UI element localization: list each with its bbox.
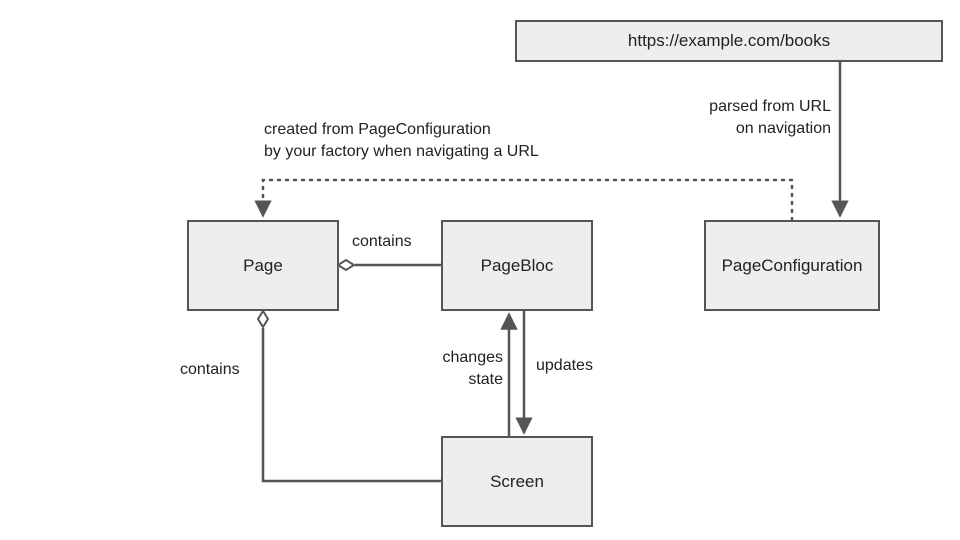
label-page-contains-bloc-text: contains: [352, 233, 412, 250]
label-config-to-page-line2: by your factory when navigating a URL: [264, 143, 539, 160]
node-page-configuration: PageConfiguration: [704, 220, 880, 311]
label-screen-changes-state: changes state: [413, 347, 504, 391]
label-config-to-page-line1: created from PageConfiguration: [264, 121, 491, 138]
label-bloc-updates-screen: updates: [536, 355, 593, 377]
label-page-contains-bloc: contains: [352, 231, 412, 253]
label-config-to-page: created from PageConfiguration by your f…: [264, 119, 539, 163]
node-url-label: https://example.com/books: [627, 31, 831, 50]
label-screen-changes-state-line1: changes: [442, 349, 504, 366]
node-page-configuration-label: PageConfiguration: [721, 255, 863, 275]
edge-page-contains-screen: [261, 328, 441, 483]
node-page: Page: [187, 220, 339, 311]
node-page-label: Page: [243, 255, 283, 275]
aggregation-diamond-screen: [256, 309, 270, 329]
label-url-to-config-line1: parsed from URL: [709, 98, 831, 115]
label-url-to-config-line2: on navigation: [735, 120, 831, 137]
label-page-contains-screen-text: contains: [180, 361, 240, 378]
edge-config-to-page: [254, 178, 794, 222]
node-url: https://example.com/books: [515, 20, 943, 62]
label-bloc-updates-screen-text: updates: [536, 357, 593, 374]
aggregation-diamond-bloc: [336, 258, 356, 272]
label-url-to-config: parsed from URL on navigation: [660, 96, 831, 140]
node-screen-label: Screen: [490, 471, 544, 491]
label-page-contains-screen: contains: [180, 359, 240, 381]
node-screen: Screen: [441, 436, 593, 527]
label-screen-changes-state-line2: state: [468, 371, 503, 388]
node-page-bloc: PageBloc: [441, 220, 593, 311]
node-page-bloc-label: PageBloc: [480, 255, 554, 275]
